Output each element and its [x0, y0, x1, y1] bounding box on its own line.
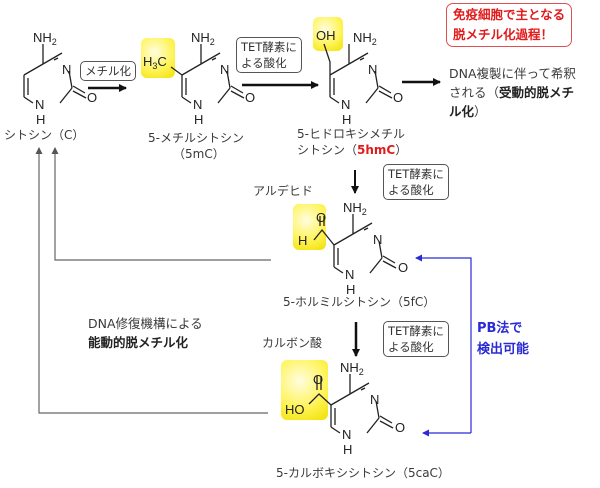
mc-n1: N [193, 97, 202, 112]
passive-line3-bold: ル化 [449, 104, 475, 119]
methylcytosine-name-line1: 5-メチルシトシン [148, 131, 244, 145]
tet-line1: TET酵素に [388, 324, 444, 338]
fc-oxygen: O [398, 260, 408, 275]
cytosine-amine: NH2 [33, 30, 57, 47]
cac-amine: NH2 [340, 360, 364, 377]
aldehyde-label: アルデヒド [253, 184, 313, 198]
tet-line2: よる酸化 [388, 183, 434, 197]
carboxyl-highlight [281, 360, 328, 420]
aldehyde-highlight [293, 204, 326, 250]
hmc-hydroxyl: OH [316, 28, 336, 43]
return-line-from-5fc [51, 147, 271, 261]
fc-amine: NH2 [343, 200, 367, 217]
return-line-from-5cac [35, 147, 268, 414]
mc-n3: N [220, 62, 229, 77]
fc-n1: N [345, 267, 354, 282]
pb-line2: 検出可能 [477, 342, 530, 357]
cytosine-h1: H [36, 112, 45, 127]
cytosine-name: シトシン（C） [4, 128, 85, 142]
tet-oxidation-box-3: TET酵素に よる酸化 [383, 321, 449, 357]
mc-amine: NH2 [191, 30, 215, 47]
carboxylcytosine-name: 5-カルボキシシトシン（5caC） [276, 466, 450, 480]
fc-oxygen-ald: O [316, 210, 326, 225]
active-line2: 能動的脱メチル化 [88, 335, 189, 350]
methyl-highlight [141, 38, 175, 78]
methylcytosine-structure [170, 44, 245, 104]
pb-method-note: PB法で 検出可能 [477, 318, 529, 360]
hmc-h1: H [342, 112, 351, 127]
passive-line1: DNA複製に伴って希釈 [449, 66, 576, 81]
passive-line2-bold: 受動的脱メチ [499, 85, 575, 100]
hmc-n1: N [341, 97, 350, 112]
tet-line1: TET酵素に [241, 40, 297, 54]
methylcytosine-name-line2: （5mC） [173, 147, 225, 161]
pb-line1: PB法で [477, 321, 523, 336]
cac-oxygen-acid: O [313, 372, 323, 387]
tet-oxidation-box-2: TET酵素に よる酸化 [383, 164, 449, 200]
mc-h1: H [194, 112, 203, 127]
hmc-abbr: 5hmC [357, 143, 396, 157]
tet-line1: TET酵素に [388, 167, 444, 181]
active-line1: DNA修復機構による [88, 316, 203, 331]
carboxylic-acid-label: カルボン酸 [262, 336, 323, 350]
immune-callout-line2: 脱メチル化過程！ [453, 27, 554, 42]
hmc-amine: NH2 [353, 30, 377, 47]
passive-line2: される（受動的脱メチ [449, 83, 576, 102]
fc-h-ald: H [298, 233, 307, 248]
carboxylcytosine-structure [308, 374, 394, 434]
cac-n1: N [342, 427, 351, 442]
cac-n3: N [370, 392, 379, 407]
cac-h1: H [343, 442, 352, 457]
passive-line3-suffix: ） [474, 104, 487, 119]
hmc-name-line2: シトシン（5hmC） [297, 142, 407, 158]
hmc-name-suffix: ） [395, 143, 408, 157]
cac-oxygen: O [395, 420, 405, 435]
active-demethylation-note: DNA修復機構による 能動的脱メチル化 [88, 314, 203, 352]
passive-line2-prefix: される（ [449, 85, 500, 100]
tet-line2: よる酸化 [241, 56, 287, 70]
hydroxyl-highlight [313, 17, 343, 51]
formylcytosine-name: 5-ホルミルシトシン（5fC） [283, 295, 436, 309]
cytosine-oxygen: O [87, 90, 97, 105]
hmc-oxygen: O [393, 90, 403, 105]
formylcytosine-structure [313, 214, 397, 274]
hmc-name-line1: 5-ヒドロキシメチル [297, 127, 405, 141]
hmc-name-prefix: シトシン（ [297, 143, 358, 157]
cytosine-n3: N [62, 62, 71, 77]
pb-bracket-to-5fc [415, 254, 472, 433]
passive-demethylation-note: DNA複製に伴って希釈 される（受動的脱メチ ル化） [449, 64, 576, 121]
cytosine-structure [23, 44, 87, 104]
immune-callout-line1: 免疫細胞で主となる [453, 7, 566, 22]
tet-oxidation-box-1: TET酵素に よる酸化 [236, 37, 302, 73]
fc-h1: H [346, 282, 355, 297]
tet-line2: よる酸化 [388, 340, 434, 354]
passive-line3: ル化） [449, 102, 576, 121]
cytosine-n1: N [35, 97, 44, 112]
mc-methyl: H3C [143, 54, 167, 71]
hmc-n3: N [368, 62, 377, 77]
hydroxymethylcytosine-structure [323, 43, 393, 104]
fc-n3: N [373, 232, 382, 247]
methylation-label-box: メチル化 [80, 61, 136, 81]
immune-callout: 免疫細胞で主となる 脱メチル化過程！ [446, 3, 573, 47]
cac-hydroxyl: HO [285, 402, 305, 417]
mc-oxygen: O [245, 90, 255, 105]
